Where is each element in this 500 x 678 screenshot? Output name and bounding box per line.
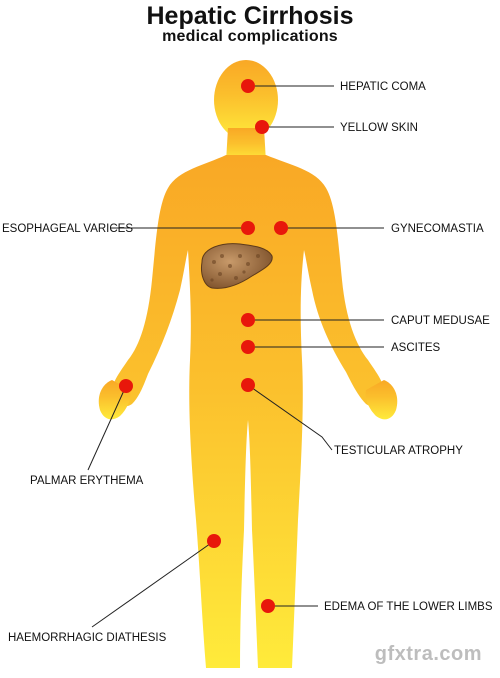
line-palmar-erythema: [87, 385, 127, 471]
label-haemorrhagic-diathesis: HAEMORRHAGIC DIATHESIS: [8, 632, 167, 644]
body-silhouette: [98, 60, 398, 668]
label-hepatic-coma: HEPATIC COMA: [340, 81, 426, 93]
marker-testicular-atrophy: [241, 378, 255, 392]
label-esophageal-varices: ESOPHAGEAL VARICES: [2, 223, 133, 235]
label-testicular-atrophy: TESTICULAR ATROPHY: [334, 445, 463, 457]
watermark: gfxtra.com: [374, 643, 482, 665]
marker-palmar-erythema: [119, 379, 133, 393]
marker-caput-medusae: [241, 313, 255, 327]
right-hand: [365, 380, 398, 420]
liver-illustration: [201, 243, 273, 289]
marker-esophageal-varices: [241, 221, 255, 235]
label-caput-medusae: CAPUT MEDUSAE: [391, 315, 490, 327]
marker-ascites: [241, 340, 255, 354]
label-edema-lower-limbs: EDEMA OF THE LOWER LIMBS: [324, 601, 493, 613]
page-title: Hepatic Cirrhosis: [146, 2, 354, 30]
leader-lines: [87, 85, 384, 628]
marker-haemorrhagic-diathesis: [207, 534, 221, 548]
neck: [226, 128, 266, 162]
line-testicular-atrophy: [247, 384, 333, 451]
marker-gynecomastia: [274, 221, 288, 235]
label-yellow-skin: YELLOW SKIN: [340, 122, 418, 134]
torso-limbs: [112, 155, 385, 668]
page-subtitle: medical complications: [162, 28, 338, 45]
label-palmar-erythema: PALMAR ERYTHEMA: [30, 475, 144, 487]
marker-hepatic-coma: [241, 79, 255, 93]
label-gynecomastia: GYNECOMASTIA: [391, 223, 484, 235]
label-ascites: ASCITES: [391, 342, 441, 354]
line-haemorrhagic-diathesis: [91, 540, 215, 628]
labels: HEPATIC COMA YELLOW SKIN ESOPHAGEAL VARI…: [2, 81, 493, 644]
marker-edema-lower-limbs: [261, 599, 275, 613]
markers: [119, 79, 288, 613]
marker-yellow-skin: [255, 120, 269, 134]
